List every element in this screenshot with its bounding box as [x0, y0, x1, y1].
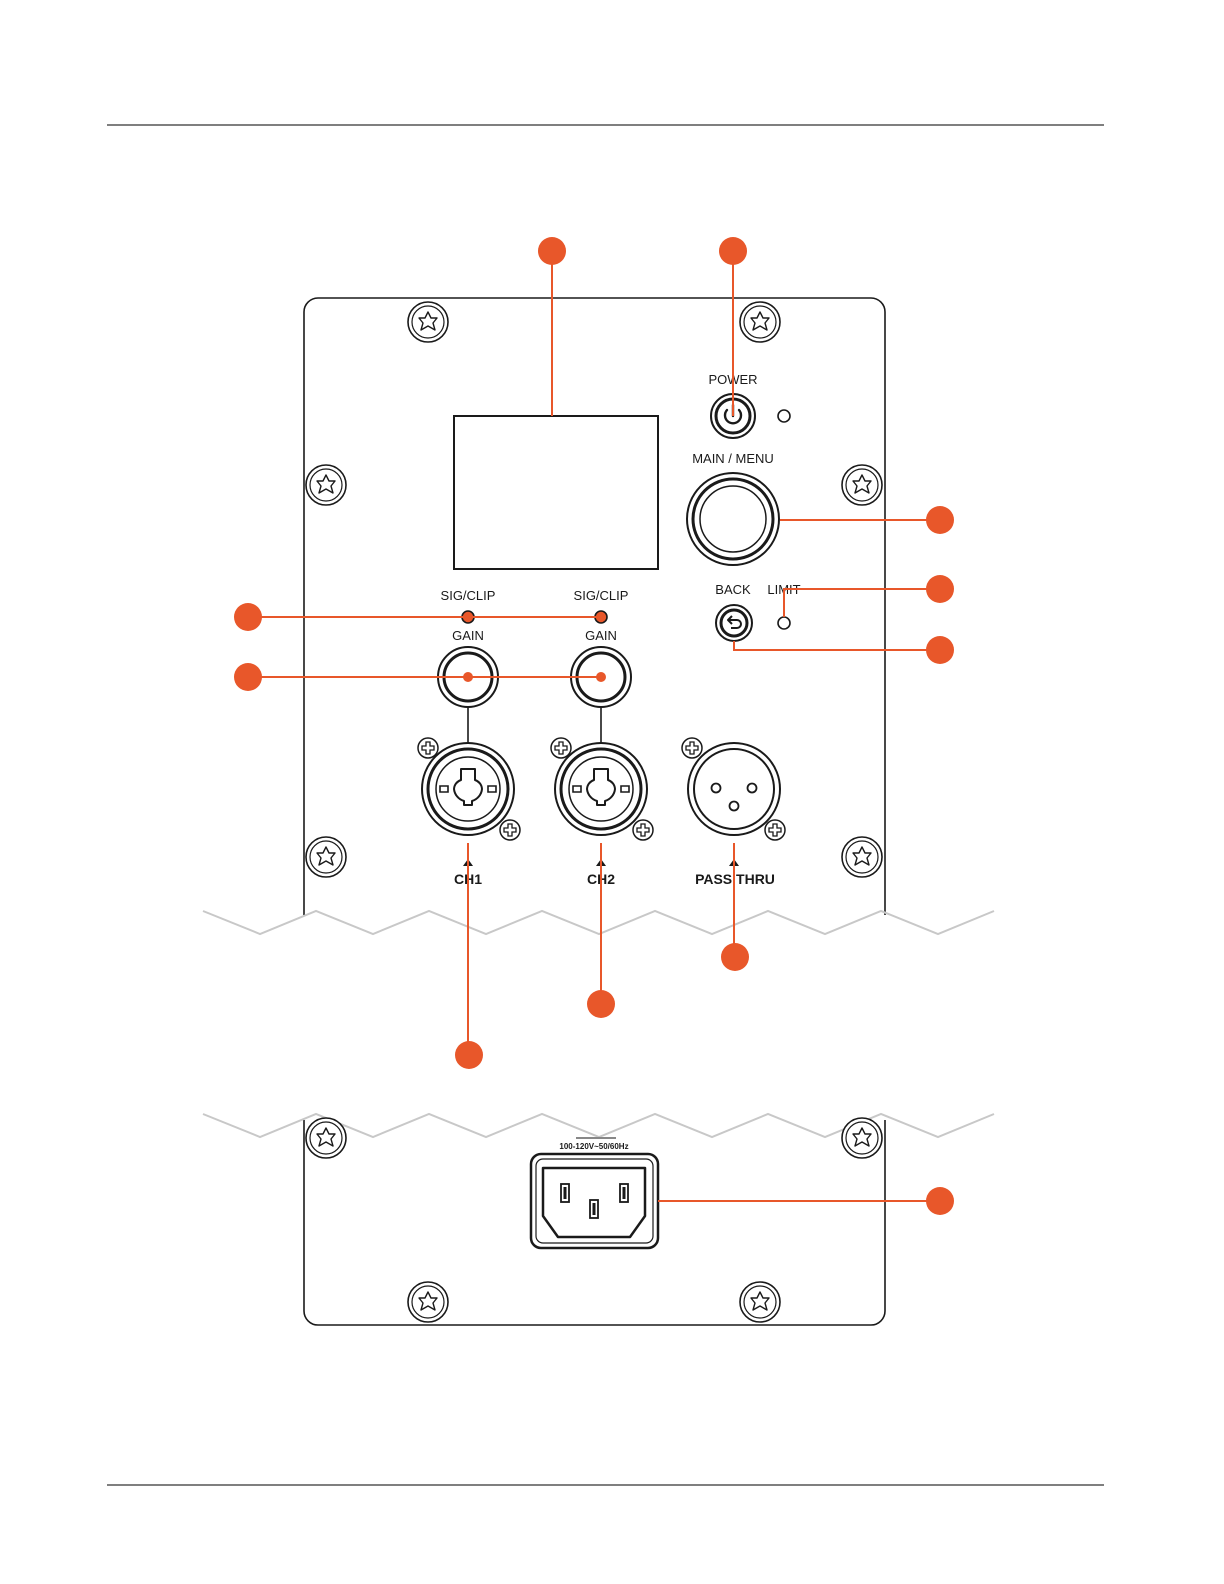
- callout-marker-back: [926, 636, 954, 664]
- sig-clip-label-1: SIG/CLIP: [441, 588, 496, 603]
- voltage-label: 100-120V~50/60Hz: [559, 1142, 628, 1151]
- pass-thru-xlr-jack[interactable]: [688, 743, 780, 835]
- sig-clip-label-2: SIG/CLIP: [574, 588, 629, 603]
- screw-icon: [306, 465, 346, 505]
- screw-icon: [682, 738, 702, 758]
- gain-label-1: GAIN: [452, 628, 484, 643]
- lcd-display: [454, 416, 658, 569]
- break-line-upper: [203, 911, 994, 934]
- callout-marker-limit: [926, 575, 954, 603]
- voltage-rating-mark: [576, 1137, 616, 1139]
- screw-icon: [842, 837, 882, 877]
- callout-dot: [463, 672, 473, 682]
- limit-led: [778, 617, 790, 629]
- screw-icon: [633, 820, 653, 840]
- screw-icon: [306, 837, 346, 877]
- screw-icon: [418, 738, 438, 758]
- ch1-combo-jack[interactable]: [422, 743, 514, 835]
- ch2-combo-jack[interactable]: [555, 743, 647, 835]
- screw-icon: [306, 1118, 346, 1158]
- callout-marker-ch1: [455, 1041, 483, 1069]
- screw-icon: [842, 1118, 882, 1158]
- screw-icon: [408, 1282, 448, 1322]
- callout-marker-sig-clip: [234, 603, 262, 631]
- main-menu-label: MAIN / MENU: [692, 451, 774, 466]
- screw-icon: [551, 738, 571, 758]
- screw-icon: [500, 820, 520, 840]
- screw-icon: [408, 302, 448, 342]
- gain-label-2: GAIN: [585, 628, 617, 643]
- callout-marker-power: [719, 237, 747, 265]
- power-led: [778, 410, 790, 422]
- screw-icon: [740, 1282, 780, 1322]
- back-button[interactable]: [716, 605, 752, 641]
- callout-leaders: [248, 251, 940, 1201]
- callout-marker-main-menu: [926, 506, 954, 534]
- callout-marker-display: [538, 237, 566, 265]
- main-menu-knob[interactable]: [687, 473, 779, 565]
- callout-marker-power-inlet: [926, 1187, 954, 1215]
- screw-icon: [740, 302, 780, 342]
- iec-power-inlet[interactable]: [531, 1154, 658, 1248]
- back-label: BACK: [715, 582, 751, 597]
- screw-icon: [842, 465, 882, 505]
- callout-dot: [596, 672, 606, 682]
- callout-marker-ch2: [587, 990, 615, 1018]
- callout-marker-pass-thru: [721, 943, 749, 971]
- screw-icon: [765, 820, 785, 840]
- callout-marker-gain: [234, 663, 262, 691]
